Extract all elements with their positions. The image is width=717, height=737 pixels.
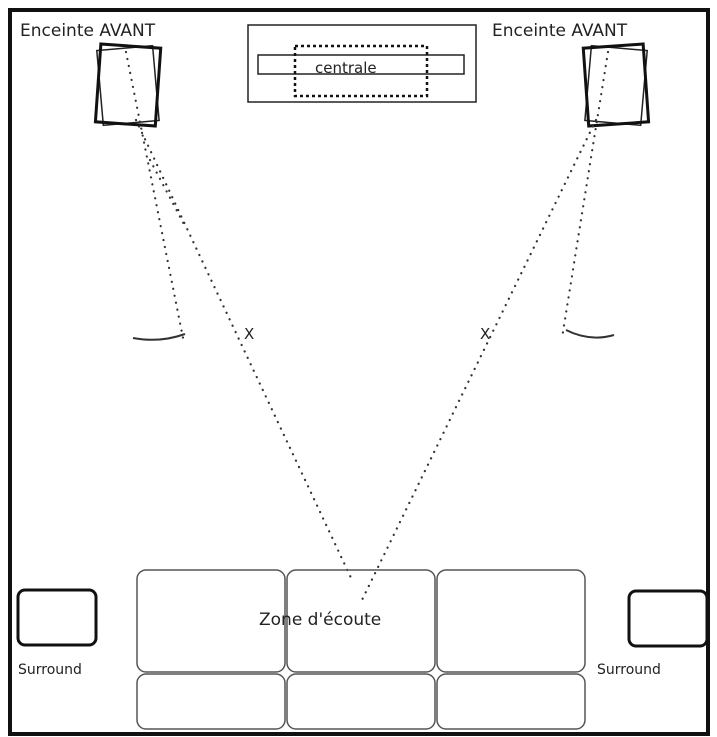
center-speaker-dotted-frame: [293, 44, 429, 98]
left-reflection-arc: [132, 333, 186, 341]
center-speaker-bar: [257, 54, 465, 75]
surround-right-label: Surround: [597, 662, 661, 678]
front-right-speaker: [581, 42, 651, 128]
seat-front-center: [286, 673, 436, 730]
seat-front-right: [436, 673, 586, 730]
center-speaker-label: centrale: [315, 59, 377, 77]
listening-zone-label: Zone d'écoute: [259, 610, 381, 630]
left-speaker-axis-line: [124, 50, 185, 340]
left-speaker-to-listener-line: [134, 118, 354, 582]
sight-lines: [124, 50, 610, 602]
right-x-marker: X: [480, 325, 490, 343]
seat-back-center: [286, 569, 436, 673]
right-speaker-axis-line: [560, 50, 610, 340]
left-x-marker: X: [244, 325, 254, 343]
center-speaker-outer-box: [247, 24, 477, 103]
right-reflection-arc: [565, 329, 615, 339]
surround-right-speaker: [627, 589, 709, 648]
front-left-speaker-label: Enceinte AVANT: [20, 21, 156, 41]
center-speaker-group: centrale: [247, 24, 477, 103]
front-left-speaker: [93, 42, 163, 128]
seat-back-left: [136, 569, 286, 673]
right-speaker-to-listener-line: [360, 118, 598, 602]
seat-front-left: [136, 673, 286, 730]
front-right-speaker-label: Enceinte AVANT: [492, 21, 628, 41]
listening-zone-seats: [136, 569, 586, 730]
seat-back-right: [436, 569, 586, 673]
room-outline: [8, 8, 710, 736]
surround-left-label: Surround: [18, 662, 82, 678]
left-speaker-secondary-line: [148, 158, 188, 230]
surround-left-speaker: [16, 588, 98, 647]
